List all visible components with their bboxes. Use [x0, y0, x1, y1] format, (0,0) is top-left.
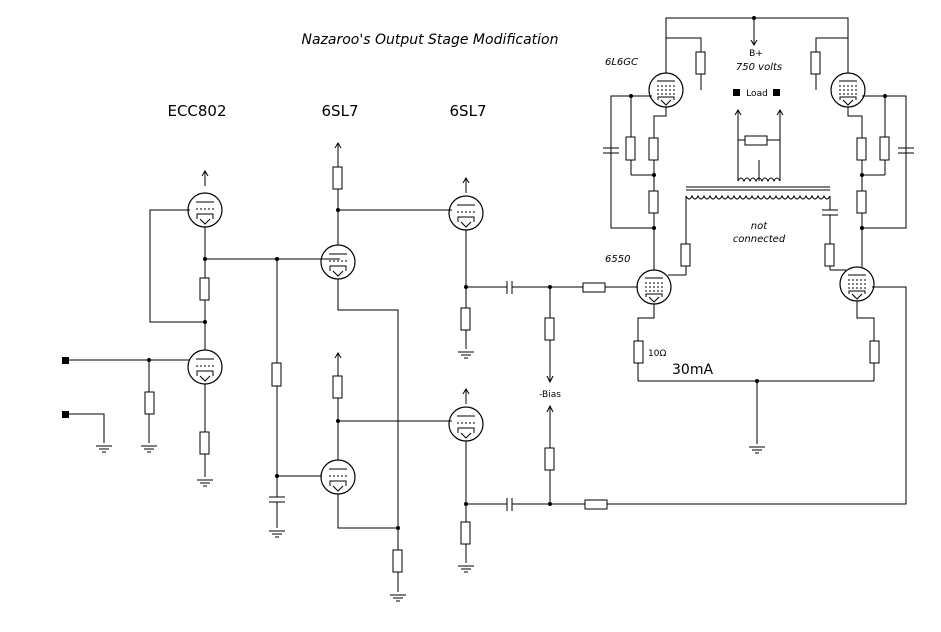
- supply-label: B+: [749, 49, 763, 59]
- transformer-resistor-right: [824, 243, 835, 267]
- supply-arrow-icon: [334, 352, 342, 369]
- tube-label-6sl7-b: 6SL7: [450, 102, 487, 120]
- tube-label-6sl7-a: 6SL7: [322, 102, 359, 120]
- output-cathode-wiring: [637, 301, 875, 444]
- ecc802-lower-tube-icon: [187, 349, 223, 385]
- screen-resistor-left: [695, 51, 706, 75]
- transformer-note-line2: connected: [733, 234, 786, 245]
- ecc802-cathode-resistor: [199, 431, 210, 455]
- supply-arrow-icon: [201, 170, 209, 187]
- load-label: Load: [746, 89, 768, 99]
- load-terminal-right: [773, 89, 780, 96]
- 6550-right-tube-icon: [839, 266, 875, 302]
- 6l6gc-cathode-resistor-left: [648, 137, 659, 161]
- 6550-left-tube-icon: [636, 269, 672, 305]
- cathode-sense-resistor-right: [869, 340, 880, 364]
- load-resistor: [744, 135, 768, 146]
- tube-label-6l6gc: 6L6GC: [605, 57, 638, 68]
- input-ground-terminal: [62, 411, 69, 418]
- ecc802-wiring: [149, 209, 340, 477]
- bias-resistor-upper: [544, 317, 555, 341]
- 6l6gc-left-tube-icon: [648, 72, 684, 108]
- screen-resistor-right: [810, 51, 821, 75]
- coupling-resistor-right: [856, 190, 867, 214]
- supply-voltage: 750 volts: [736, 62, 782, 73]
- cathode-sense-resistor-left: [633, 340, 644, 364]
- ground-icon: [95, 445, 113, 453]
- 6sl7-follower-upper-tube-icon: [448, 195, 484, 231]
- transformer-note-line1: not: [751, 221, 768, 232]
- splitter-tail-resistor: [392, 549, 403, 573]
- coupling-resistor-left: [648, 190, 659, 214]
- splitter-plate-resistor-upper: [332, 166, 343, 190]
- transformer-resistor-left: [680, 243, 691, 267]
- grid-stopper-upper: [582, 282, 606, 293]
- tube-label-6550: 6550: [605, 254, 630, 265]
- bias-resistor-lower: [544, 447, 555, 471]
- 6l6gc-right-tube-icon: [830, 72, 866, 108]
- grid-wire-lower: [607, 286, 907, 505]
- ground-icon: [196, 479, 214, 487]
- grid-stopper-lower: [584, 499, 608, 510]
- 6l6gc-cathode-resistor-right: [856, 137, 867, 161]
- current-label: 30mA: [672, 362, 713, 378]
- ground-icon: [140, 445, 158, 453]
- supply-arrow-icon: [462, 388, 470, 405]
- bias-label: -Bias: [539, 390, 561, 400]
- input-terminal: [62, 357, 69, 364]
- follower-cathode-resistor-upper: [460, 307, 471, 331]
- 6sl7-lower-tube-icon: [320, 459, 356, 495]
- 6sl7-upper-tube-icon: [320, 244, 356, 280]
- tube-label-ecc802: ECC802: [167, 102, 226, 120]
- follower-wiring: [464, 230, 585, 563]
- input-grid-resistor: [144, 391, 155, 415]
- bus-resistor: [271, 362, 282, 387]
- feedback-resistor-right: [879, 136, 890, 161]
- input-wiring: [69, 358, 190, 443]
- ground-icon: [457, 351, 475, 359]
- bias-wiring: [546, 285, 554, 506]
- cathode-resistor-label: 10Ω: [648, 349, 666, 359]
- follower-cathode-resistor-lower: [460, 521, 471, 545]
- load-terminal-left: [733, 89, 740, 96]
- 6sl7-splitter-wiring: [336, 158, 452, 592]
- ecc802-upper-tube-icon: [187, 192, 223, 228]
- diagram-title: Nazaroo's Output Stage Modification: [301, 32, 558, 48]
- 6l6gc-wiring: [603, 16, 914, 270]
- supply-arrow-icon: [462, 177, 470, 194]
- 6sl7-follower-lower-tube-icon: [448, 406, 484, 442]
- ground-icon: [457, 565, 475, 573]
- feedback-resistor-left: [625, 136, 636, 161]
- supply-arrow-icon: [334, 142, 342, 159]
- ground-icon: [748, 446, 766, 454]
- ground-icon: [389, 594, 407, 602]
- splitter-plate-resistor-lower: [332, 375, 343, 399]
- bias-bus-wiring: [269, 257, 322, 528]
- ecc802-load-resistor: [199, 277, 210, 301]
- ground-icon: [268, 530, 286, 538]
- output-transformer: [668, 109, 846, 276]
